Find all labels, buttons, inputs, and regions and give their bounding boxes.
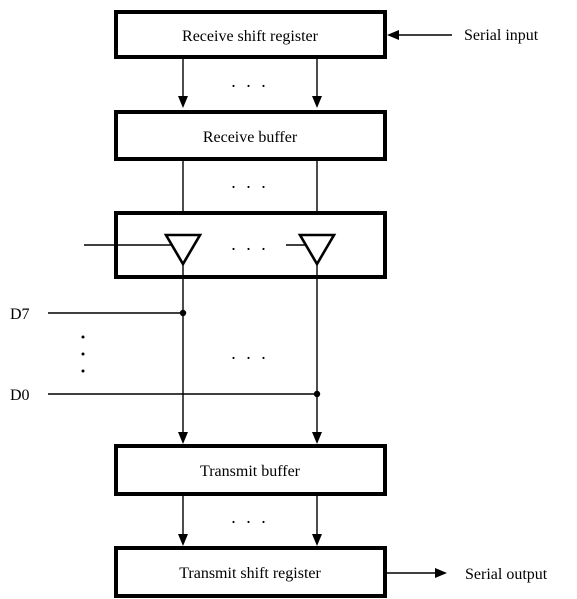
receive-buffer-label: Receive buffer [203,129,298,146]
ellipsis-1: . . . [231,71,269,91]
tb-to-tsr-arrowhead-left [178,534,188,546]
receive-buffer-box [114,110,387,161]
tb-to-tsr-arrowhead-right [312,534,322,546]
ellipsis-2: . . . [231,172,269,192]
serial-input-label: Serial input [464,27,539,44]
receive-shift-register-box [114,10,387,59]
d7-label: D7 [10,306,30,323]
receive-shift-register-label: Receive shift register [182,28,319,45]
serial-input-arrowhead [387,30,399,40]
d7-junction-dot [179,309,187,317]
ellipsis-4: . . . [231,343,269,363]
tristate-buffer-right [297,233,337,267]
vertical-ellipsis-dot-2 [81,352,85,356]
serial-output-arrowhead [435,568,447,578]
rsr-to-rb-arrowhead-right [312,96,322,108]
bus-arrowhead-right [312,432,322,444]
tristate-buffer-box [114,211,387,279]
transmit-shift-register-label: Transmit shift register [179,565,321,582]
rsr-to-rb-arrowhead-left [178,96,188,108]
transmit-buffer-label: Transmit buffer [200,463,301,480]
bus-arrowhead-left [178,432,188,444]
ellipsis-5: . . . [231,507,269,527]
d0-junction-dot [313,390,321,398]
tristate-buffer-left [163,233,203,267]
d0-label: D0 [10,387,30,404]
vertical-ellipsis-dot-1 [81,335,85,339]
serial-output-label: Serial output [465,566,548,583]
transmit-shift-register-box [114,546,387,598]
transmit-buffer-box [114,444,387,496]
vertical-ellipsis-dot-3 [81,369,85,373]
ellipsis-3: . . . [231,234,269,254]
